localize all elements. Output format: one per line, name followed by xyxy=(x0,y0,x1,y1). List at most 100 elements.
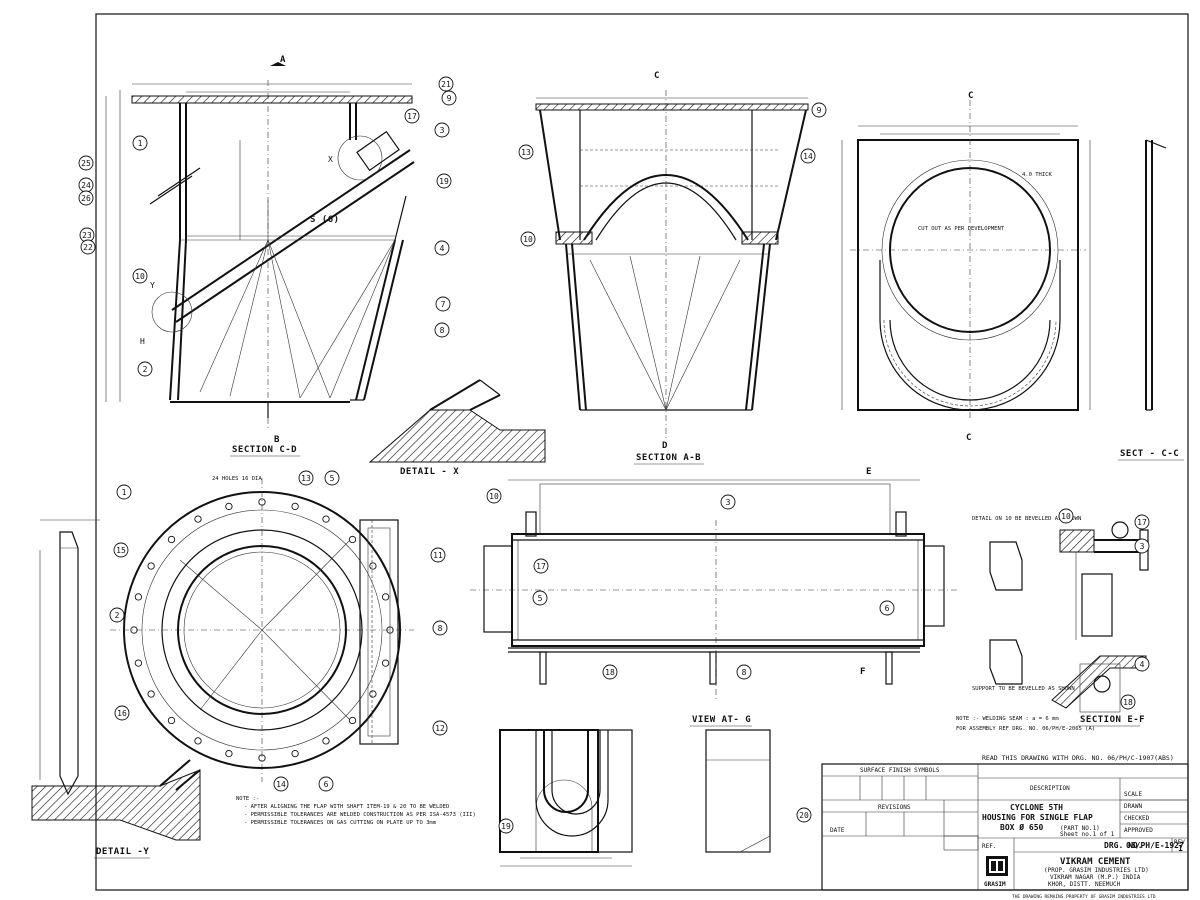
part-balloon-circle xyxy=(720,494,736,510)
part-balloon-number: 24 xyxy=(81,181,91,190)
section-ef-title: SECTION E-F xyxy=(1080,715,1145,725)
bolt-hole xyxy=(225,749,233,758)
bolt-hole xyxy=(134,659,143,667)
sect-cc-thickness-note: 4.0 THICK xyxy=(1022,172,1052,178)
view-detail-y: DETAIL -Y xyxy=(31,519,201,859)
part-balloon-number: 8 xyxy=(440,326,445,335)
part-balloon-circle xyxy=(132,268,148,284)
logo-text: GRASIM xyxy=(984,881,1006,888)
part-balloon-number: 16 xyxy=(117,709,127,718)
part-balloon-circle xyxy=(1120,694,1136,710)
holes-note: 24 HOLES 16 DIA xyxy=(212,476,262,482)
part-balloon-circle xyxy=(434,240,450,256)
reference-note: READ THIS DRAWING WITH DRG. NO. 06/PH/C-… xyxy=(982,754,1174,762)
surface-finish-heading: SURFACE FINISH SYMBOLS xyxy=(860,767,940,774)
part-balloon-number: 22 xyxy=(83,243,93,252)
part-balloon-number: 3 xyxy=(726,498,731,507)
part-balloon-number: 8 xyxy=(742,668,747,677)
detail-s6-label: S (6) xyxy=(310,215,340,225)
part-balloon-circle xyxy=(486,488,502,504)
part-balloon-circle xyxy=(518,144,534,160)
cutplane-a-label: A xyxy=(280,55,286,65)
company-sub-2: VIKRAM NAGAR (M.P.) INDIA xyxy=(1050,874,1141,881)
part-balloon-circle xyxy=(78,155,94,171)
item-title-1: CYCLONE 5TH xyxy=(1010,803,1063,812)
part-balloon-circle xyxy=(736,664,752,680)
part-balloon-circle xyxy=(498,818,514,834)
item-title-3: BOX Ø 650 xyxy=(1000,822,1044,832)
cutplane-f-label: F xyxy=(860,667,866,677)
bolt-hole xyxy=(348,716,357,725)
rev-value: 1 xyxy=(1178,844,1183,853)
part-balloon-number: 14 xyxy=(276,780,286,789)
note-line-1: - AFTER ALIGNING THE FLAP WITH SHAFT ITE… xyxy=(244,804,449,810)
description-label: DESCRIPTION xyxy=(1030,785,1070,792)
company-sub-1: (PROP. GRASIM INDUSTRIES LTD) xyxy=(1044,867,1149,874)
part-balloon-circle xyxy=(137,361,153,377)
part-balloon-number: 18 xyxy=(605,668,615,677)
part-balloon-circle xyxy=(116,484,132,500)
detail-x-title: DETAIL - X xyxy=(400,467,459,477)
part-balloon-number: 2 xyxy=(143,365,148,374)
part-balloon-number: 5 xyxy=(538,594,543,603)
view-section-cd: SECTION C-D A B S (6) X Y H J xyxy=(105,55,441,457)
bolt-hole xyxy=(369,562,377,570)
section-ab-title: SECTION A-B xyxy=(636,453,701,463)
bolt-hole xyxy=(147,690,155,698)
part-balloon-circle xyxy=(1058,508,1074,524)
part-balloon-number: 8 xyxy=(438,624,443,633)
cutplane-b-label: B xyxy=(274,435,280,445)
part-balloon-number: 6 xyxy=(885,604,890,613)
part-balloon-circle xyxy=(532,590,548,606)
cutplane-c-label-lower: C xyxy=(966,433,972,443)
bolt-hole xyxy=(381,593,390,601)
part-balloon-circle xyxy=(1134,514,1150,530)
part-balloon-number: 23 xyxy=(82,231,92,240)
checked-label: CHECKED xyxy=(1124,815,1150,822)
part-balloon-circle xyxy=(109,607,125,623)
bolt-hole xyxy=(322,515,330,523)
part-balloon-circle xyxy=(113,542,129,558)
detail-y-title: DETAIL -Y xyxy=(96,847,149,857)
part-balloon-circle xyxy=(1134,538,1150,554)
view-flange-plan: 24 HOLES 16 DIA xyxy=(110,476,414,782)
view-at-g: VIEW AT- G E F xyxy=(470,467,960,727)
part-balloon-circle xyxy=(432,720,448,736)
bolt-hole xyxy=(369,690,377,698)
part-balloon-number: 14 xyxy=(803,152,813,161)
drg-no: 06/PH/E-1927 xyxy=(1126,841,1184,850)
bolt-holes xyxy=(130,498,394,762)
part-balloon-circle xyxy=(434,322,450,338)
part-balloon-number: 1 xyxy=(122,488,127,497)
part-balloon-circle xyxy=(438,76,454,92)
cutplane-d-label: D xyxy=(662,441,668,451)
cutplane-e-label: E xyxy=(866,467,872,477)
part-balloon-circle xyxy=(436,173,452,189)
part-balloon-circle xyxy=(78,190,94,206)
part-balloon-circle xyxy=(114,705,130,721)
part-balloon-number: 13 xyxy=(521,148,531,157)
part-balloon-circle xyxy=(432,620,448,636)
bolt-hole xyxy=(381,659,390,667)
sheet-no: Sheet no.1 of 1 xyxy=(1060,831,1115,838)
part-balloon-number: 9 xyxy=(817,106,822,115)
part-balloon-circle xyxy=(520,231,536,247)
part-balloon-circle xyxy=(273,776,289,792)
part-balloon-number: 19 xyxy=(501,822,511,831)
footer-strip: THE DRAWING REMAINS PROPERTY OF GRASIM I… xyxy=(1012,894,1156,900)
notes-block: NOTE :- - AFTER ALIGNING THE FLAP WITH S… xyxy=(236,796,476,826)
part-balloon-circle xyxy=(132,135,148,151)
part-balloon-number: 11 xyxy=(433,551,443,560)
title-block: SURFACE FINISH SYMBOLS REVISIONS DESCRIP… xyxy=(821,763,1189,891)
section-cd-title: SECTION C-D xyxy=(232,445,297,455)
drg-no-label: DRG. NO. xyxy=(1104,841,1143,850)
bolt-hole xyxy=(322,737,330,745)
part-balloon-circle xyxy=(298,470,314,486)
cutplane-c-label-top: C xyxy=(654,71,660,81)
part-balloon-circle xyxy=(80,239,96,255)
bolt-hole xyxy=(167,535,176,544)
bolt-hole xyxy=(194,737,202,745)
cutplane-h-label: H xyxy=(140,337,145,346)
